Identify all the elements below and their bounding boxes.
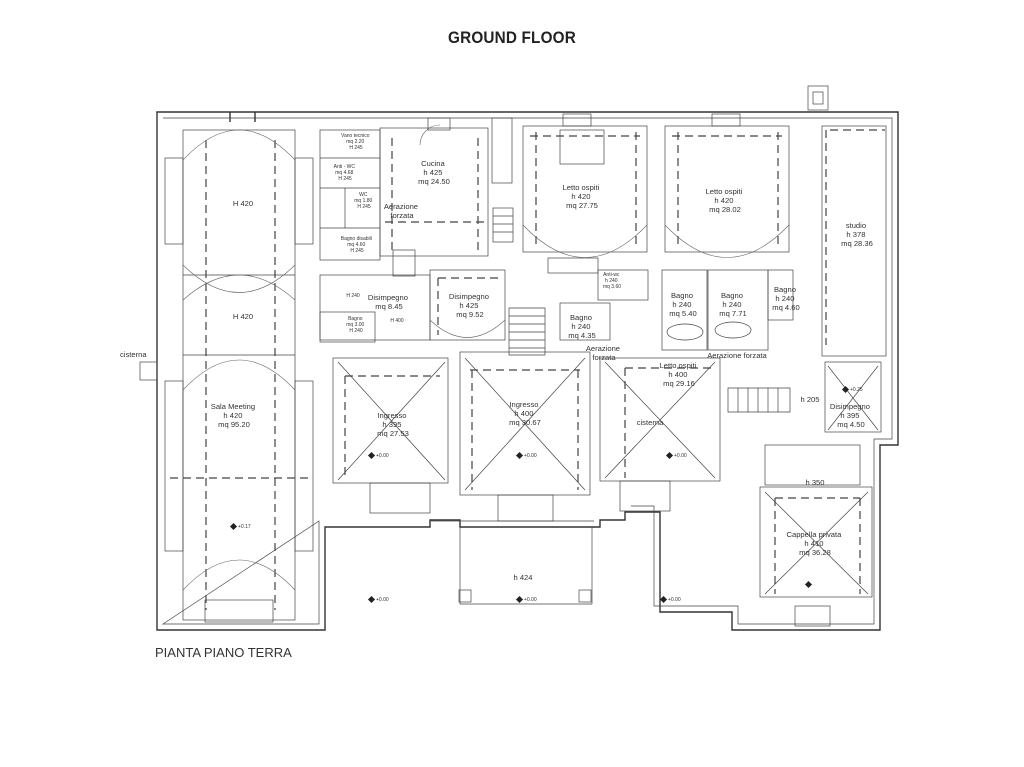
room-label-disimp2: Disimpegno h 425 mq 9.52 <box>449 292 491 319</box>
room-label-bagno3: Bagno h 240 mq 7.71 <box>719 291 746 318</box>
room-label-wc: WC mq 1.80 H 245 <box>354 192 373 210</box>
room-label-aerazione2: Aerazione forzata <box>586 344 622 362</box>
room-label-vano: Vano tecnico mq 2.20 H 245 <box>341 133 371 151</box>
room-label-aerazione3: Aerazione forzata <box>707 351 767 360</box>
room-label-bagno4: Bagno h 240 mq 4.60 <box>772 285 799 312</box>
room-label-antiwc2: Anti-wc h 240 mq 3.60 <box>603 272 621 290</box>
bedroom-3 <box>599 357 791 512</box>
room-label-bagno1: Bagno h 240 mq 4.35 <box>568 313 595 340</box>
central-services <box>319 257 794 356</box>
level-label: +0.00 <box>668 597 681 603</box>
room-label-cisterna1: cisterna <box>120 350 147 359</box>
room-label-letto3: Letto ospiti h 400 mq 29.16 <box>660 361 699 388</box>
room-label-portico: h 424 <box>513 573 532 582</box>
level-label: +0.00 <box>524 597 537 603</box>
room-label-cucina: Cucina h 425 mq 24.50 <box>418 159 450 186</box>
room-label-aerazione1: Aerazione forzata <box>384 202 420 220</box>
bedroom-1 <box>522 113 648 258</box>
page-title: GROUND FLOOR <box>448 28 576 47</box>
service-block <box>319 117 514 277</box>
level-label: +0.00 <box>524 453 537 459</box>
room-label-studio: studio h 378 mq 28.36 <box>841 221 873 248</box>
level-label: +0.00 <box>376 453 389 459</box>
room-label-bagno300: Bagno mq 3.00 H 240 <box>346 316 365 334</box>
level-label: +0.00 <box>376 597 389 603</box>
room-label-h350: h 350 <box>805 478 824 487</box>
portico <box>458 527 593 605</box>
room-label-disimp3: Disimpegno h 395 mq 4.50 <box>830 402 872 429</box>
studio-room <box>807 85 887 357</box>
room-labels: H 420 H 420 Sala Meeting h 420 mq 95.20 … <box>120 133 873 582</box>
level-labels: +0.00 +0.00 +0.00 +0.17 +0.00 +0.00 +0.0… <box>238 387 863 603</box>
room-label-h240: H 240 <box>346 293 360 299</box>
plan-caption: PIANTA PIANO TERRA <box>155 645 292 660</box>
room-label-bagno2: Bagno h 240 mq 5.40 <box>669 291 696 318</box>
room-label-antiwc: Anti - WC mq 4.68 H 245 <box>334 164 357 182</box>
level-label: +0.17 <box>238 524 251 530</box>
room-label-h205: h 205 <box>800 395 819 404</box>
room-label-cisterna2: cisterna <box>637 418 664 427</box>
room-label-bagnodis: Bagno disabili mq 4.60 H 245 <box>341 236 374 254</box>
room-label-ingresso1: Ingresso h 395 mq 27.53 <box>377 411 409 438</box>
level-label: +0.25 <box>850 387 863 393</box>
outer-wall <box>156 111 899 631</box>
disimpegno-east <box>824 361 882 433</box>
level-markers <box>229 385 850 604</box>
room-label-letto2: Letto ospiti h 420 mq 28.02 <box>706 187 745 214</box>
room-label-disimp1: Disimpegno mq 8.45 <box>368 293 410 311</box>
west-wing <box>139 112 314 623</box>
room-label-h420b: H 420 <box>233 312 253 321</box>
room-label-cappella: Cappella privata h 410 mq 36.28 <box>786 530 843 557</box>
room-label-h400: H 400 <box>390 318 404 324</box>
room-label-ingresso2: Ingresso h 400 mq 30.67 <box>509 400 541 427</box>
ingresso-west <box>332 357 449 514</box>
ingresso-central <box>459 351 591 522</box>
room-label-sala: Sala Meeting h 420 mq 95.20 <box>211 402 257 429</box>
room-label-h420a: H 420 <box>233 199 253 208</box>
level-label: +0.00 <box>674 453 687 459</box>
bedroom-2 <box>664 113 790 258</box>
chapel <box>759 444 873 627</box>
inner-wall-outline <box>161 117 893 625</box>
room-label-letto1: Letto ospiti h 420 mq 27.75 <box>563 183 602 210</box>
